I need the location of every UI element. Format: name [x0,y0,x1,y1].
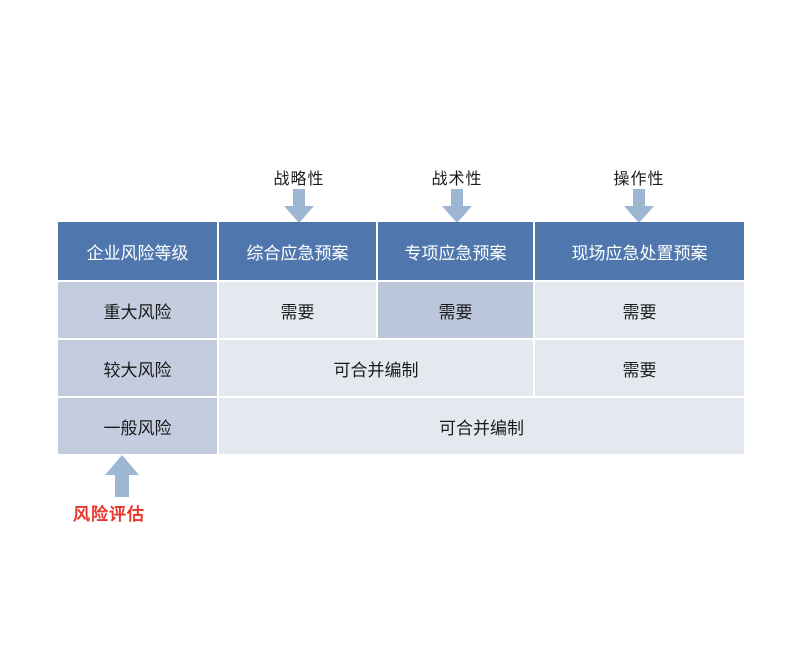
arrow-down-icon [442,189,472,223]
cell-major-comprehensive: 需要 [219,282,378,340]
arrow-down-icon [624,189,654,223]
arrow-down-icon [284,189,314,223]
arrow-stem [633,189,645,207]
table-row: 重大风险 需要 需要 需要 [58,282,744,340]
arrow-stem [451,189,463,207]
cell-major-special: 需要 [378,282,535,340]
arrow-head [284,206,314,223]
risk-plan-table: 企业风险等级 综合应急预案 专项应急预案 现场应急处置预案 重大风险 需要 需要… [58,222,744,454]
arrow-head [442,206,472,223]
top-annotation-label-3: 操作性 [613,169,665,188]
column-header-comprehensive-plan: 综合应急预案 [219,222,378,282]
top-annotation-label-1: 战略性 [273,169,325,188]
row-label-relatively-major-risk: 较大风险 [58,340,219,398]
cell-general-merged: 可合并编制 [219,398,744,454]
table-row: 较大风险 可合并编制 需要 [58,340,744,398]
cell-relatively-major-onsite: 需要 [535,340,744,398]
row-label-major-risk: 重大风险 [58,282,219,340]
arrow-stem [115,474,129,497]
arrow-head [624,206,654,223]
arrow-stem [293,189,305,207]
column-header-risk-level: 企业风险等级 [58,222,219,282]
row-label-general-risk: 一般风险 [58,398,219,454]
table-row: 一般风险 可合并编制 [58,398,744,454]
arrow-up-icon [105,455,139,497]
cell-major-onsite: 需要 [535,282,744,340]
cell-relatively-major-merged: 可合并编制 [219,340,535,398]
column-header-onsite-plan: 现场应急处置预案 [535,222,744,282]
column-header-special-plan: 专项应急预案 [378,222,535,282]
top-annotation-label-2: 战术性 [431,169,483,188]
arrow-head [105,455,139,475]
table-header-row: 企业风险等级 综合应急预案 专项应急预案 现场应急处置预案 [58,222,744,282]
bottom-annotation-label: 风险评估 [73,505,145,525]
